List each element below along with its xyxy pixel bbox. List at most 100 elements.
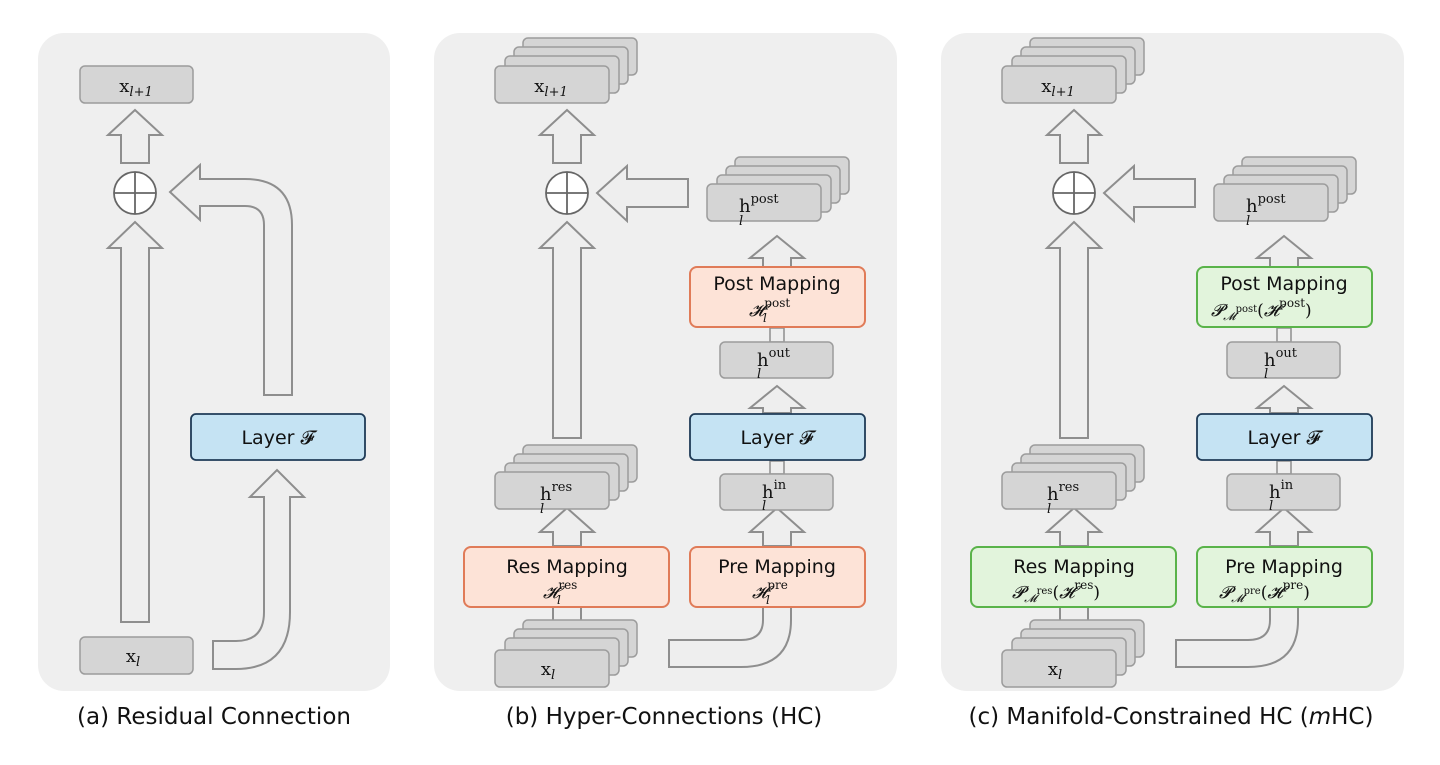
caption-c-prefix: (c) Manifold-Constrained HC (	[969, 704, 1309, 730]
layer-out-arrow	[747, 384, 807, 414]
input-x-box: xl	[79, 636, 194, 675]
layer-label: Layer 𝓕	[1247, 427, 1324, 449]
res-mapping-arrow	[537, 506, 597, 547]
h-res-stack: hres l	[1001, 444, 1145, 517]
svg-text:hres: hres	[1047, 480, 1079, 505]
res-mapping-label: Res Mapping	[506, 556, 628, 578]
caption-c: (c) Manifold-Constrained HC (mHC)	[969, 704, 1374, 730]
res-formula-sup: res	[1074, 578, 1093, 592]
layer-output-arrow	[168, 162, 293, 396]
pre-proj-sub: 𝓜	[1231, 592, 1247, 605]
output-x-label: x	[534, 76, 544, 97]
in-connector	[769, 460, 785, 475]
output-x-subscript: l+1	[1051, 85, 1074, 100]
svg-text:xl: xl	[541, 659, 555, 683]
add-node	[113, 171, 157, 215]
h-post-stack: hpost l	[1213, 156, 1357, 229]
res-formula-sup: res	[558, 578, 577, 592]
pre-mapping-label: Pre Mapping	[1225, 556, 1343, 578]
h-out-superscript: out	[1276, 346, 1298, 361]
post-proj-sup: post	[1236, 304, 1258, 315]
layer-label: Layer 𝓕	[740, 427, 817, 449]
output-x-box: xl+1	[79, 65, 194, 104]
out-connector	[1276, 327, 1292, 343]
h-in-subscript: l	[1269, 499, 1273, 514]
post-formula-sup: post	[764, 296, 790, 310]
svg-text:xl+1: xl+1	[534, 76, 567, 100]
post-mapping-label: Post Mapping	[1220, 273, 1347, 295]
h-out-label: h	[757, 350, 769, 371]
panel-b: xl+1 hres l xl hpost l	[434, 33, 897, 730]
h-post-subscript: l	[1246, 214, 1250, 229]
h-out-subscript: l	[1264, 367, 1268, 382]
caption-b: (b) Hyper-Connections (HC)	[506, 704, 823, 730]
h-post-stack: hpost l	[706, 156, 850, 229]
h-in-label: h	[762, 482, 774, 503]
add-node	[545, 171, 589, 215]
output-x-label: x	[1041, 76, 1051, 97]
svg-text:hin: hin	[762, 478, 787, 503]
input-to-layer-arrow	[212, 468, 307, 670]
layer-label: Layer 𝓕	[241, 427, 318, 449]
res-mapping-label: Res Mapping	[1013, 556, 1135, 578]
layer-box: Layer 𝓕	[689, 413, 866, 461]
svg-text:hout: hout	[1264, 346, 1298, 371]
h-in-superscript: in	[774, 478, 787, 493]
residual-arrow	[537, 220, 597, 439]
layer-out-arrow	[1254, 384, 1314, 414]
svg-text:xl+1: xl+1	[1041, 76, 1074, 100]
svg-text:hres: hres	[540, 480, 572, 505]
output-arrow	[105, 108, 165, 164]
output-arrow	[537, 108, 597, 164]
input-x-subscript: l	[551, 668, 555, 683]
layer-box: Layer 𝓕	[1196, 413, 1373, 461]
residual-arrow	[105, 220, 165, 623]
h-post-superscript: post	[1258, 192, 1287, 207]
output-x-stack: xl+1	[494, 37, 638, 104]
res-mapping-box: Res Mapping 𝓗res l	[463, 546, 670, 608]
pre-mapping-label: Pre Mapping	[718, 556, 836, 578]
h-out-subscript: l	[757, 367, 761, 382]
layer-box: Layer 𝓕	[190, 413, 366, 461]
post-mapping-arrow	[1254, 234, 1314, 268]
input-x-label: x	[126, 646, 136, 667]
out-connector	[769, 327, 785, 343]
svg-text:xl+1: xl+1	[119, 76, 152, 100]
input-x-subscript: l	[1058, 668, 1062, 683]
h-in-subscript: l	[762, 499, 766, 514]
h-out-label: h	[1264, 350, 1276, 371]
res-formula-sub: l	[557, 593, 561, 607]
panel-a: xl+1 xl Layer 𝓕 (a) Residual Connection	[38, 33, 390, 730]
h-res-label: h	[1047, 484, 1059, 505]
output-x-stack: xl+1	[1001, 37, 1145, 104]
output-x-label: x	[119, 76, 129, 97]
post-formula-sub: l	[763, 311, 767, 325]
pre-formula-sub: l	[766, 593, 770, 607]
output-x-subscript: l+1	[544, 85, 567, 100]
pre-mapping-arrow	[747, 506, 807, 547]
pre-proj-sup: pre	[1244, 586, 1261, 597]
caption-c-suffix: HC)	[1331, 704, 1373, 730]
post-to-sum-arrow	[595, 163, 689, 224]
svg-text:xl: xl	[126, 646, 140, 670]
res-proj-sup: res	[1037, 586, 1053, 597]
input-x-stack: xl	[494, 619, 638, 688]
res-proj-sub: 𝓜	[1024, 592, 1040, 605]
h-post-subscript: l	[739, 214, 743, 229]
post-to-sum-arrow	[1102, 163, 1196, 224]
svg-text:hin: hin	[1269, 478, 1294, 503]
output-x-subscript: l+1	[129, 85, 152, 100]
h-post-label: h	[1246, 196, 1258, 217]
res-mapping-arrow	[1044, 506, 1104, 547]
post-mapping-arrow	[747, 234, 807, 268]
post-mapping-box: Post Mapping 𝓟𝓜post(𝓗post)	[1196, 266, 1373, 328]
pre-formula-sup: pre	[767, 578, 788, 592]
res-mapping-box: Res Mapping 𝓟𝓜res(𝓗res)	[970, 546, 1177, 608]
input-x-stack: xl	[1001, 619, 1145, 688]
h-res-superscript: res	[1059, 480, 1080, 495]
pre-mapping-box: Pre Mapping 𝓟𝓜pre(𝓗pre)	[1196, 546, 1373, 608]
add-node	[1052, 171, 1096, 215]
post-proj-sub: 𝓜	[1223, 310, 1239, 323]
h-res-subscript: l	[540, 502, 544, 517]
